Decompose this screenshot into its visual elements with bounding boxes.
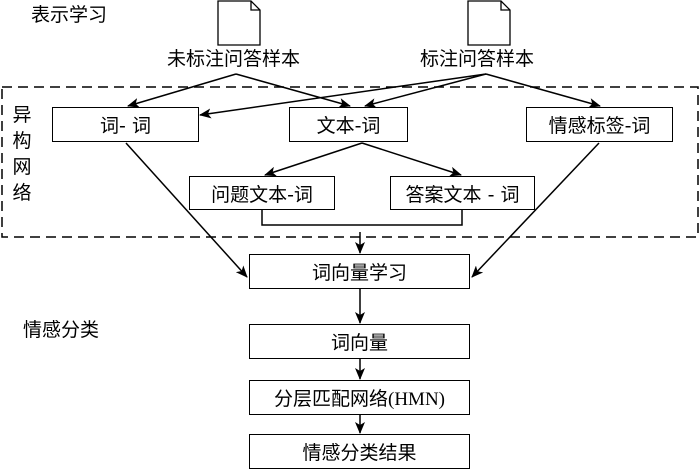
arrow-unlabeled-to-text-word (235, 73, 351, 108)
arrow-labeled-to-word-word (199, 73, 487, 119)
arrow-word-word-to-learning (125, 142, 248, 278)
labeled-document-icon (467, 0, 511, 46)
node-word-word: 词- 词 (52, 107, 199, 142)
arrow-text-word-to-answer (361, 142, 462, 177)
node-text-word: 文本-词 (289, 107, 408, 142)
source-label-unlabeled: 未标注问答样本 (167, 48, 301, 70)
arrow-unlabeled-to-word-word (127, 73, 237, 108)
arrow-sentiment-to-learning (471, 142, 600, 278)
node-word-vector: 词向量 (249, 324, 470, 359)
node-question-text-word: 问题文本-词 (189, 176, 335, 210)
arrow-labeled-to-text-word (364, 73, 487, 109)
node-sentiment-label-word: 情感标签-词 (526, 107, 673, 142)
section-label-representation: 表示学习 (31, 4, 108, 26)
node-hmn: 分层匹配网络(HMN) (249, 380, 470, 415)
node-sentiment-result: 情感分类结果 (249, 434, 470, 469)
source-label-labeled: 标注问答样本 (420, 48, 535, 70)
unlabeled-document-icon (217, 0, 261, 46)
arrow-text-word-to-question (264, 142, 363, 177)
section-label-classification: 情感分类 (23, 319, 100, 341)
heterogeneous-network-region (1, 86, 699, 238)
node-answer-text-word: 答案文本 - 词 (390, 176, 535, 210)
section-label-heterogeneous-network: 异构网络 (12, 104, 32, 204)
merge-bracket (261, 210, 463, 226)
arrow-labeled-to-sentiment-label-word (485, 73, 601, 108)
node-word-vector-learning: 词向量学习 (249, 254, 470, 289)
